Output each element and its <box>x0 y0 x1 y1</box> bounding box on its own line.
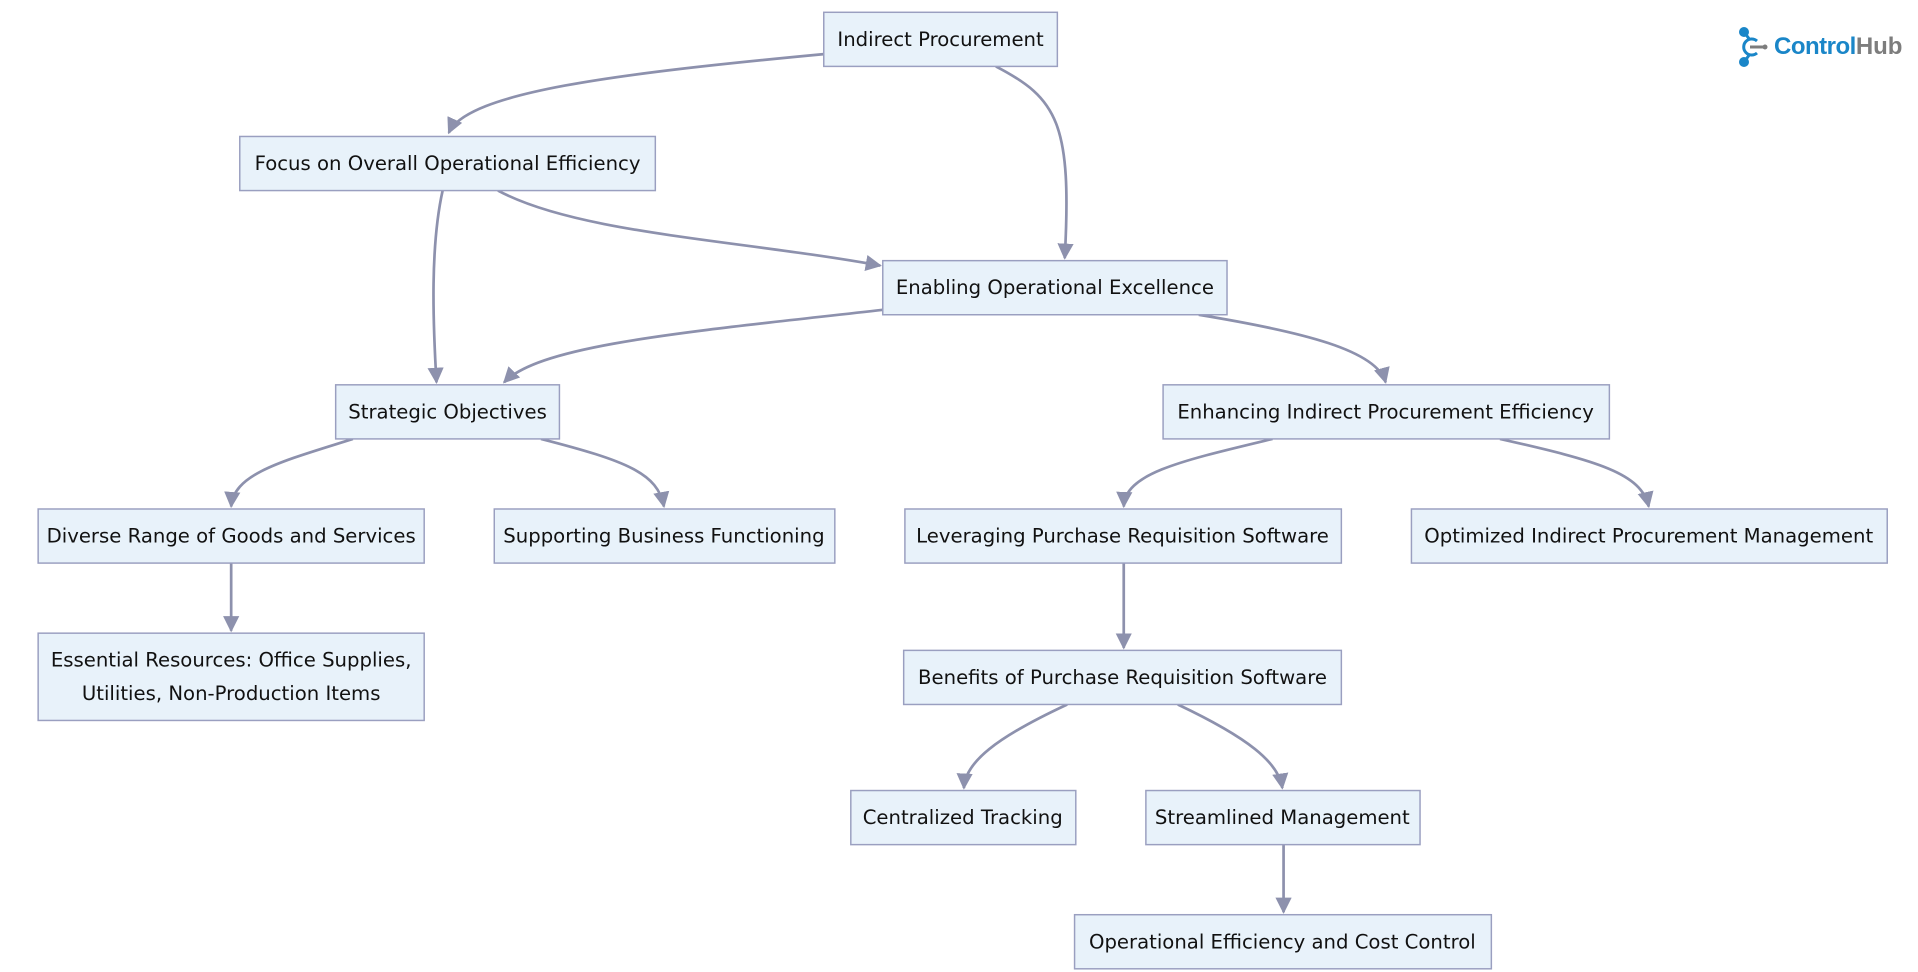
node-supporting-business[interactable]: Supporting Business Functioning <box>493 508 836 564</box>
node-label: Enabling Operational Excellence <box>896 276 1214 299</box>
edge-n2-n3 <box>497 189 882 271</box>
node-diverse-range[interactable]: Diverse Range of Goods and Services <box>37 508 425 564</box>
node-strategic-objectives[interactable]: Strategic Objectives <box>334 384 561 440</box>
node-label: Optimized Indirect Procurement Managemen… <box>1424 525 1873 548</box>
node-indirect-procurement[interactable]: Indirect Procurement <box>823 11 1059 68</box>
edge-n11-n12 <box>956 703 1068 790</box>
node-label: Indirect Procurement <box>837 28 1044 51</box>
edge-n4-n7 <box>540 437 670 509</box>
edge-n11-n13 <box>1177 703 1289 790</box>
edge-n5-n8 <box>1116 437 1273 509</box>
controlhub-logo: ControlHub <box>1738 26 1902 68</box>
node-cost-control[interactable]: Operational Efficiency and Cost Control <box>1073 913 1493 970</box>
node-benefits-software[interactable]: Benefits of Purchase Requisition Softwar… <box>902 649 1343 706</box>
edge-n3-n5 <box>1198 313 1390 384</box>
edge-n4-n6 <box>224 437 354 509</box>
logo-icon <box>1739 27 1768 67</box>
node-label-line1: Essential Resources: Office Supplies, <box>51 649 412 672</box>
node-label: Enhancing Indirect Procurement Efficienc… <box>1177 400 1594 423</box>
node-label: Leveraging Purchase Requisition Software <box>916 525 1329 548</box>
node-leveraging-software[interactable]: Leveraging Purchase Requisition Software <box>904 508 1343 564</box>
logo-text-control: Control <box>1774 33 1856 60</box>
node-enabling-excellence[interactable]: Enabling Operational Excellence <box>882 259 1228 316</box>
node-label: Operational Efficiency and Cost Control <box>1089 930 1476 953</box>
node-label: Focus on Overall Operational Efficiency <box>255 152 641 175</box>
node-centralized-tracking[interactable]: Centralized Tracking <box>850 789 1077 846</box>
edges <box>223 52 1654 914</box>
edge-n3-n4 <box>502 308 883 384</box>
node-label: Streamlined Management <box>1155 806 1410 829</box>
node-label: Benefits of Purchase Requisition Softwar… <box>918 666 1327 689</box>
node-essential-resources[interactable]: Essential Resources: Office Supplies, Uti… <box>37 632 425 722</box>
logo-text-hub: Hub <box>1855 33 1903 60</box>
node-enhancing-efficiency[interactable]: Enhancing Indirect Procurement Efficienc… <box>1162 384 1611 440</box>
edge-n1-n2 <box>447 52 824 135</box>
node-label: Supporting Business Functioning <box>503 525 824 548</box>
node-focus-efficiency[interactable]: Focus on Overall Operational Efficiency <box>239 135 657 192</box>
node-label: Strategic Objectives <box>348 400 547 423</box>
edge-n1-n3 <box>995 65 1074 260</box>
edge-n2-n4 <box>427 190 444 384</box>
node-optimized-management[interactable]: Optimized Indirect Procurement Managemen… <box>1410 508 1888 564</box>
node-label-line2: Utilities, Non-Production Items <box>82 682 381 705</box>
edge-n5-n9 <box>1499 437 1654 509</box>
node-label: Diverse Range of Goods and Services <box>47 525 416 548</box>
node-streamlined-management[interactable]: Streamlined Management <box>1145 789 1421 846</box>
node-label: Centralized Tracking <box>863 806 1063 829</box>
